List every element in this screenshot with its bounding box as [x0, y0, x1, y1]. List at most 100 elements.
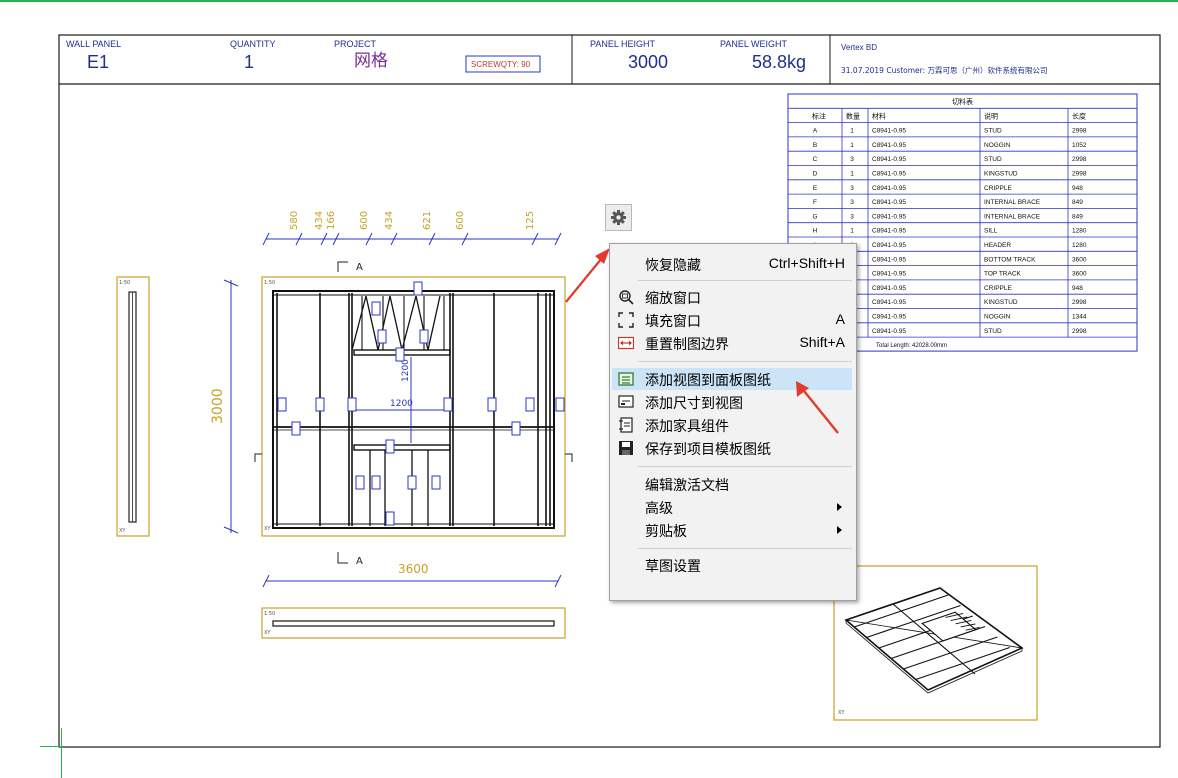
- scale-label: 1:50: [119, 280, 130, 286]
- internal-brace: [389, 295, 403, 351]
- width-dimension: 3600: [262, 562, 562, 588]
- iso-brace: [960, 623, 976, 628]
- iso-panel-edge: [845, 619, 1023, 694]
- table-cell: F: [813, 199, 817, 206]
- menu-item-label: 填充窗口: [645, 314, 701, 330]
- furniture-icon: [619, 417, 633, 433]
- wall-panel-value: E1: [87, 52, 109, 72]
- panel-weight-value: 58.8kg: [752, 52, 806, 72]
- menu-item-label: 草图设置: [645, 559, 701, 575]
- scale-label: 1:50: [264, 611, 275, 617]
- reset-bounds-icon: [618, 336, 634, 350]
- table-cell: KINGSTUD: [984, 171, 1018, 178]
- table-total: Total Length: 42028.00mm: [876, 343, 947, 349]
- member-tag: [555, 397, 565, 412]
- member-tag: [347, 397, 357, 412]
- view-frame: [116, 276, 150, 537]
- table-cell: 1280: [1072, 228, 1087, 235]
- dim-tick: [262, 232, 270, 246]
- table-cell: D: [813, 171, 818, 178]
- table-cell: 3: [850, 213, 854, 220]
- member-tag: [395, 347, 405, 362]
- title-block: WALL PANEL E1 QUANTITY 1 PROJECT 网格 SCRE…: [59, 35, 1160, 85]
- dim-tick: [223, 279, 239, 287]
- member-tag: [371, 475, 381, 490]
- menu-item-fill-window[interactable]: 填充窗口 A: [612, 309, 852, 331]
- view-frame: [261, 276, 566, 537]
- annotation-arrow-up: [565, 248, 610, 303]
- scale-label: 1:50: [264, 280, 275, 286]
- arrow-head: [595, 248, 610, 264]
- member-tag: [443, 397, 453, 412]
- menu-item-advanced[interactable]: 高级: [612, 496, 852, 518]
- internal-brace: [365, 295, 379, 351]
- crosshair-v: [61, 728, 62, 778]
- menu-item-add-view-to-panel-sheet[interactable]: 添加视图到面板图纸: [612, 368, 852, 390]
- height-dim-value: 3000: [210, 388, 226, 424]
- member-tag: [431, 475, 441, 490]
- member-tag: [355, 475, 365, 490]
- table-cell: 849: [1072, 213, 1083, 220]
- table-cell: 1052: [1072, 142, 1087, 149]
- member-tag: [377, 329, 387, 344]
- table-cell: 948: [1072, 285, 1083, 292]
- table-cell: G: [812, 213, 817, 220]
- table-cell: 1: [850, 142, 854, 149]
- dim-tick: [554, 574, 562, 588]
- plan-view-bottom[interactable]: 1:50 XY: [261, 607, 566, 639]
- menu-item-restore-hidden[interactable]: 恢复隐藏 Ctrl+Shift+H: [612, 253, 852, 275]
- menu-item-sketch-settings[interactable]: 草图设置: [612, 554, 852, 576]
- member-tag: [385, 511, 395, 526]
- internal-brace: [427, 295, 441, 351]
- member-tag: [315, 397, 325, 412]
- table-cell: STUD: [984, 328, 1002, 335]
- top-dim-value: 166: [326, 211, 337, 230]
- menu-item-save-to-template[interactable]: 保存到项目模板图纸: [612, 437, 852, 459]
- side-view-left[interactable]: 1:50 XY: [116, 276, 150, 537]
- panel-elevation[interactable]: 1:50 XY 1200 1200: [261, 276, 566, 537]
- table-cell: 849: [1072, 199, 1083, 206]
- menu-item-clipboard[interactable]: 剪贴板: [612, 519, 852, 541]
- table-cell: KINGSTUD: [984, 299, 1018, 306]
- settings-gear-button[interactable]: [605, 204, 632, 231]
- menu-item-zoom-window[interactable]: 缩放窗口: [612, 286, 852, 308]
- table-cell: C8941-0.95: [872, 128, 906, 135]
- table-cell: 2998: [1072, 299, 1087, 306]
- top-dim-value: 600: [455, 211, 466, 230]
- menu-item-label: 添加尺寸到视图: [645, 396, 743, 412]
- member-tag: [511, 421, 521, 436]
- isometric-view[interactable]: XY: [833, 565, 1038, 721]
- table-cell: 1: [850, 228, 854, 235]
- menu-item-label: 高级: [645, 501, 673, 517]
- table-cell: C: [813, 156, 818, 163]
- menu-item-reset-drawing-bounds[interactable]: 重置制图边界 Shift+A: [612, 332, 852, 354]
- section-mark-line: [337, 261, 348, 272]
- menu-item-edit-active-document[interactable]: 编辑激活文档: [612, 473, 852, 495]
- internal-brace: [401, 295, 417, 351]
- member-tag: [371, 301, 381, 316]
- xy-label: XY: [838, 710, 845, 716]
- table-cell: C8941-0.95: [872, 213, 906, 220]
- menu-item-add-dimension-to-view[interactable]: 添加尺寸到视图: [612, 391, 852, 413]
- dim-tick: [461, 232, 469, 246]
- menu-item-label: 保存到项目模板图纸: [645, 442, 771, 458]
- table-cell: INTERNAL BRACE: [984, 213, 1041, 220]
- dim-tick: [531, 232, 539, 246]
- view-frame: [261, 607, 566, 639]
- view-frame: [833, 565, 1038, 721]
- table-cell: E: [813, 185, 818, 192]
- iso-brace: [955, 619, 972, 625]
- table-cell: 2998: [1072, 171, 1087, 178]
- top-dim-value: 580: [289, 211, 300, 230]
- top-dim-value: 434: [384, 211, 395, 230]
- menu-item-add-furniture-component[interactable]: 添加家具组件: [612, 414, 852, 436]
- context-menu[interactable]: 恢复隐藏 Ctrl+Shift+H 缩放窗口 填充窗口 A 重置制图边界 Shi…: [609, 243, 857, 601]
- menu-item-label: 缩放窗口: [645, 291, 701, 307]
- top-dim-value: 600: [359, 211, 370, 230]
- internal-brace: [351, 295, 367, 351]
- table-cell: CRIPPLE: [984, 285, 1012, 292]
- crosshair-h: [40, 746, 62, 747]
- member-tag: [277, 397, 287, 412]
- table-title: 切料表: [952, 97, 973, 106]
